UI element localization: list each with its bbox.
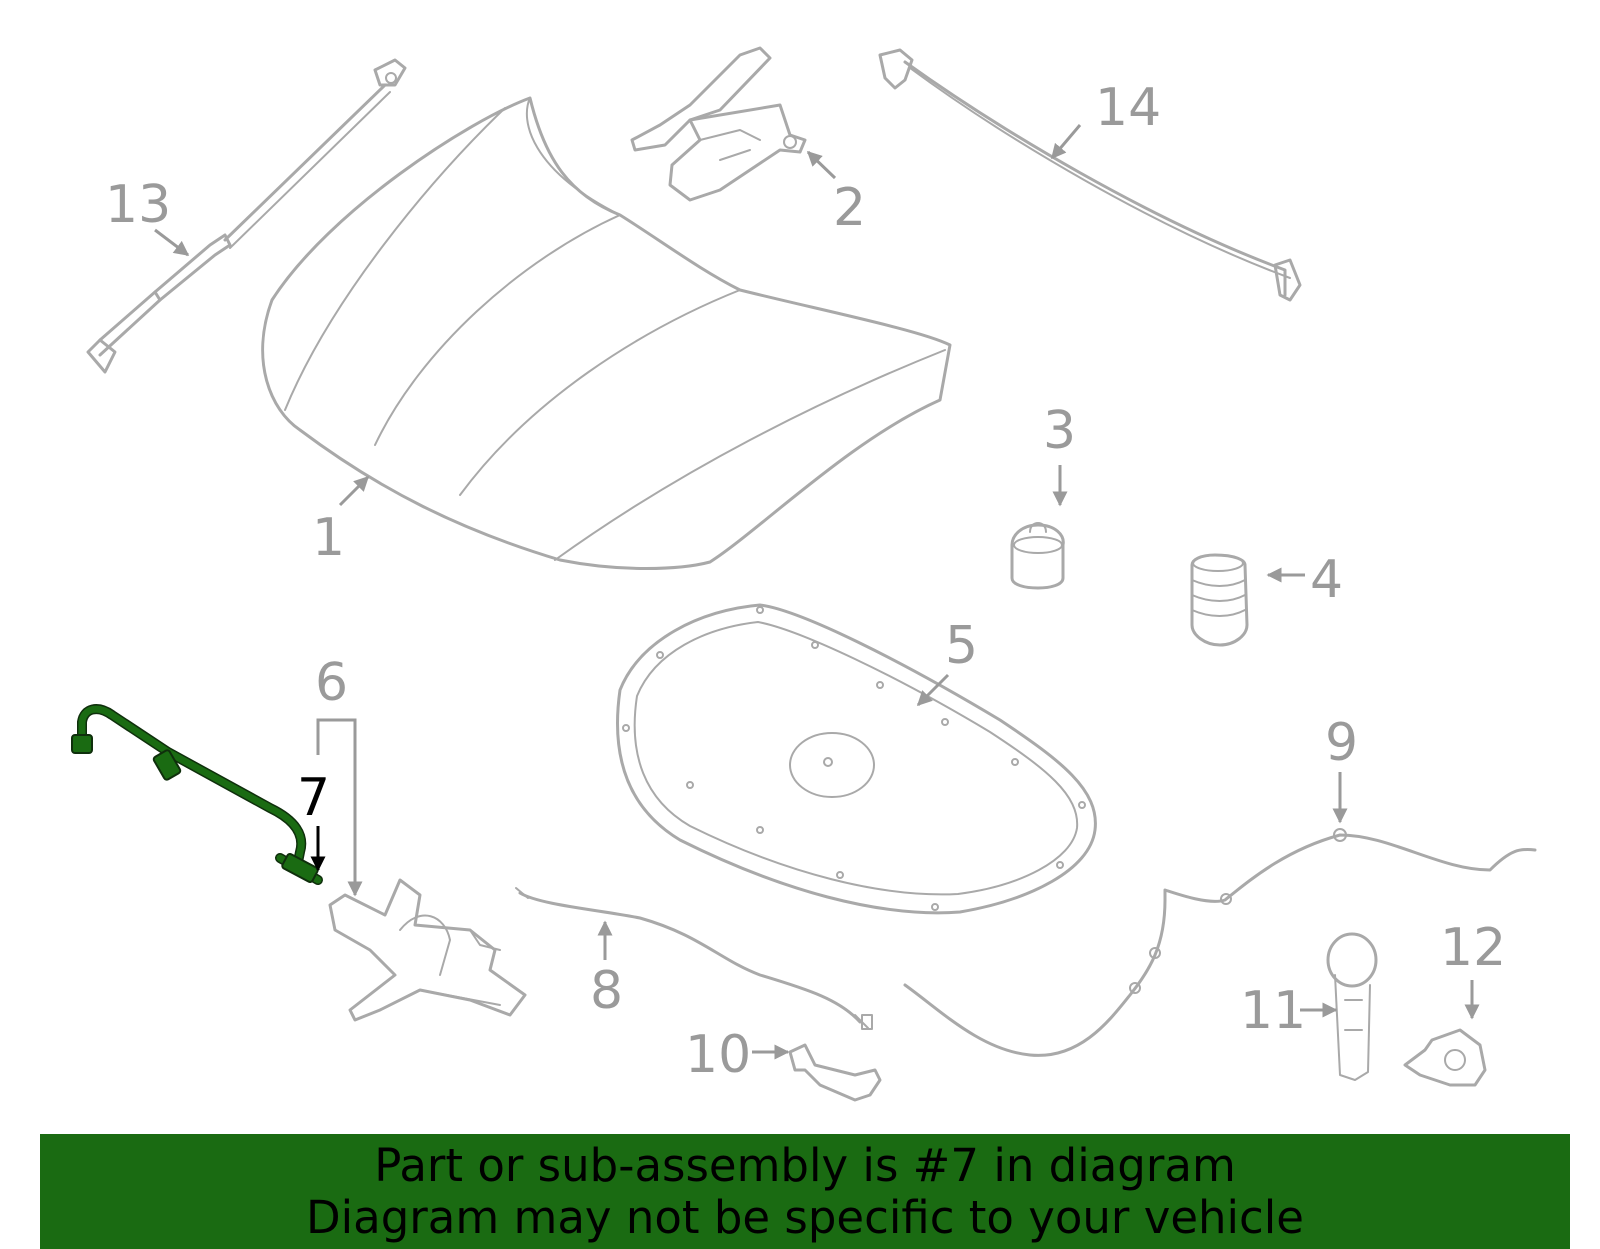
callout-13: 13 [105,175,171,235]
callout-6: 6 [315,653,348,713]
hood-seal-14 [878,48,1302,302]
callout-8: 8 [590,961,623,1021]
banner-disclaimer-line: Diagram may not be specific to your vehi… [306,1190,1304,1244]
cable-clip-10 [788,1043,882,1102]
gas-strut-13 [86,58,407,374]
callout-1: 1 [312,508,345,568]
callout-10: 10 [685,1025,751,1085]
callout-12: 12 [1440,918,1506,978]
hood-panel [261,96,952,570]
hood-insulator-5 [616,603,1097,915]
lock-12 [1403,1028,1487,1087]
callout-14: 14 [1095,78,1161,138]
hood-stopper-4 [1190,553,1249,647]
release-handle-11 [1326,932,1378,1081]
hood-latch-6 [328,878,527,1022]
banner-part-line: Part or sub-assembly is #7 in diagram [374,1138,1236,1192]
callout-4: 4 [1310,550,1343,610]
callout-2: 2 [833,178,866,238]
callout-11: 11 [1240,981,1306,1041]
callout-3: 3 [1043,401,1076,461]
latch-rod-7 [71,704,323,885]
hood-hinge [630,46,807,202]
callout-7: 7 [297,768,330,828]
callout-5: 5 [945,616,978,676]
info-banner: Part or sub-assembly is #7 in diagram Di… [40,1134,1570,1249]
callout-9: 9 [1325,713,1358,773]
release-cable-8 [515,887,873,1030]
hood-bumper-3 [1010,522,1065,590]
release-cable-9 [903,828,1537,1057]
